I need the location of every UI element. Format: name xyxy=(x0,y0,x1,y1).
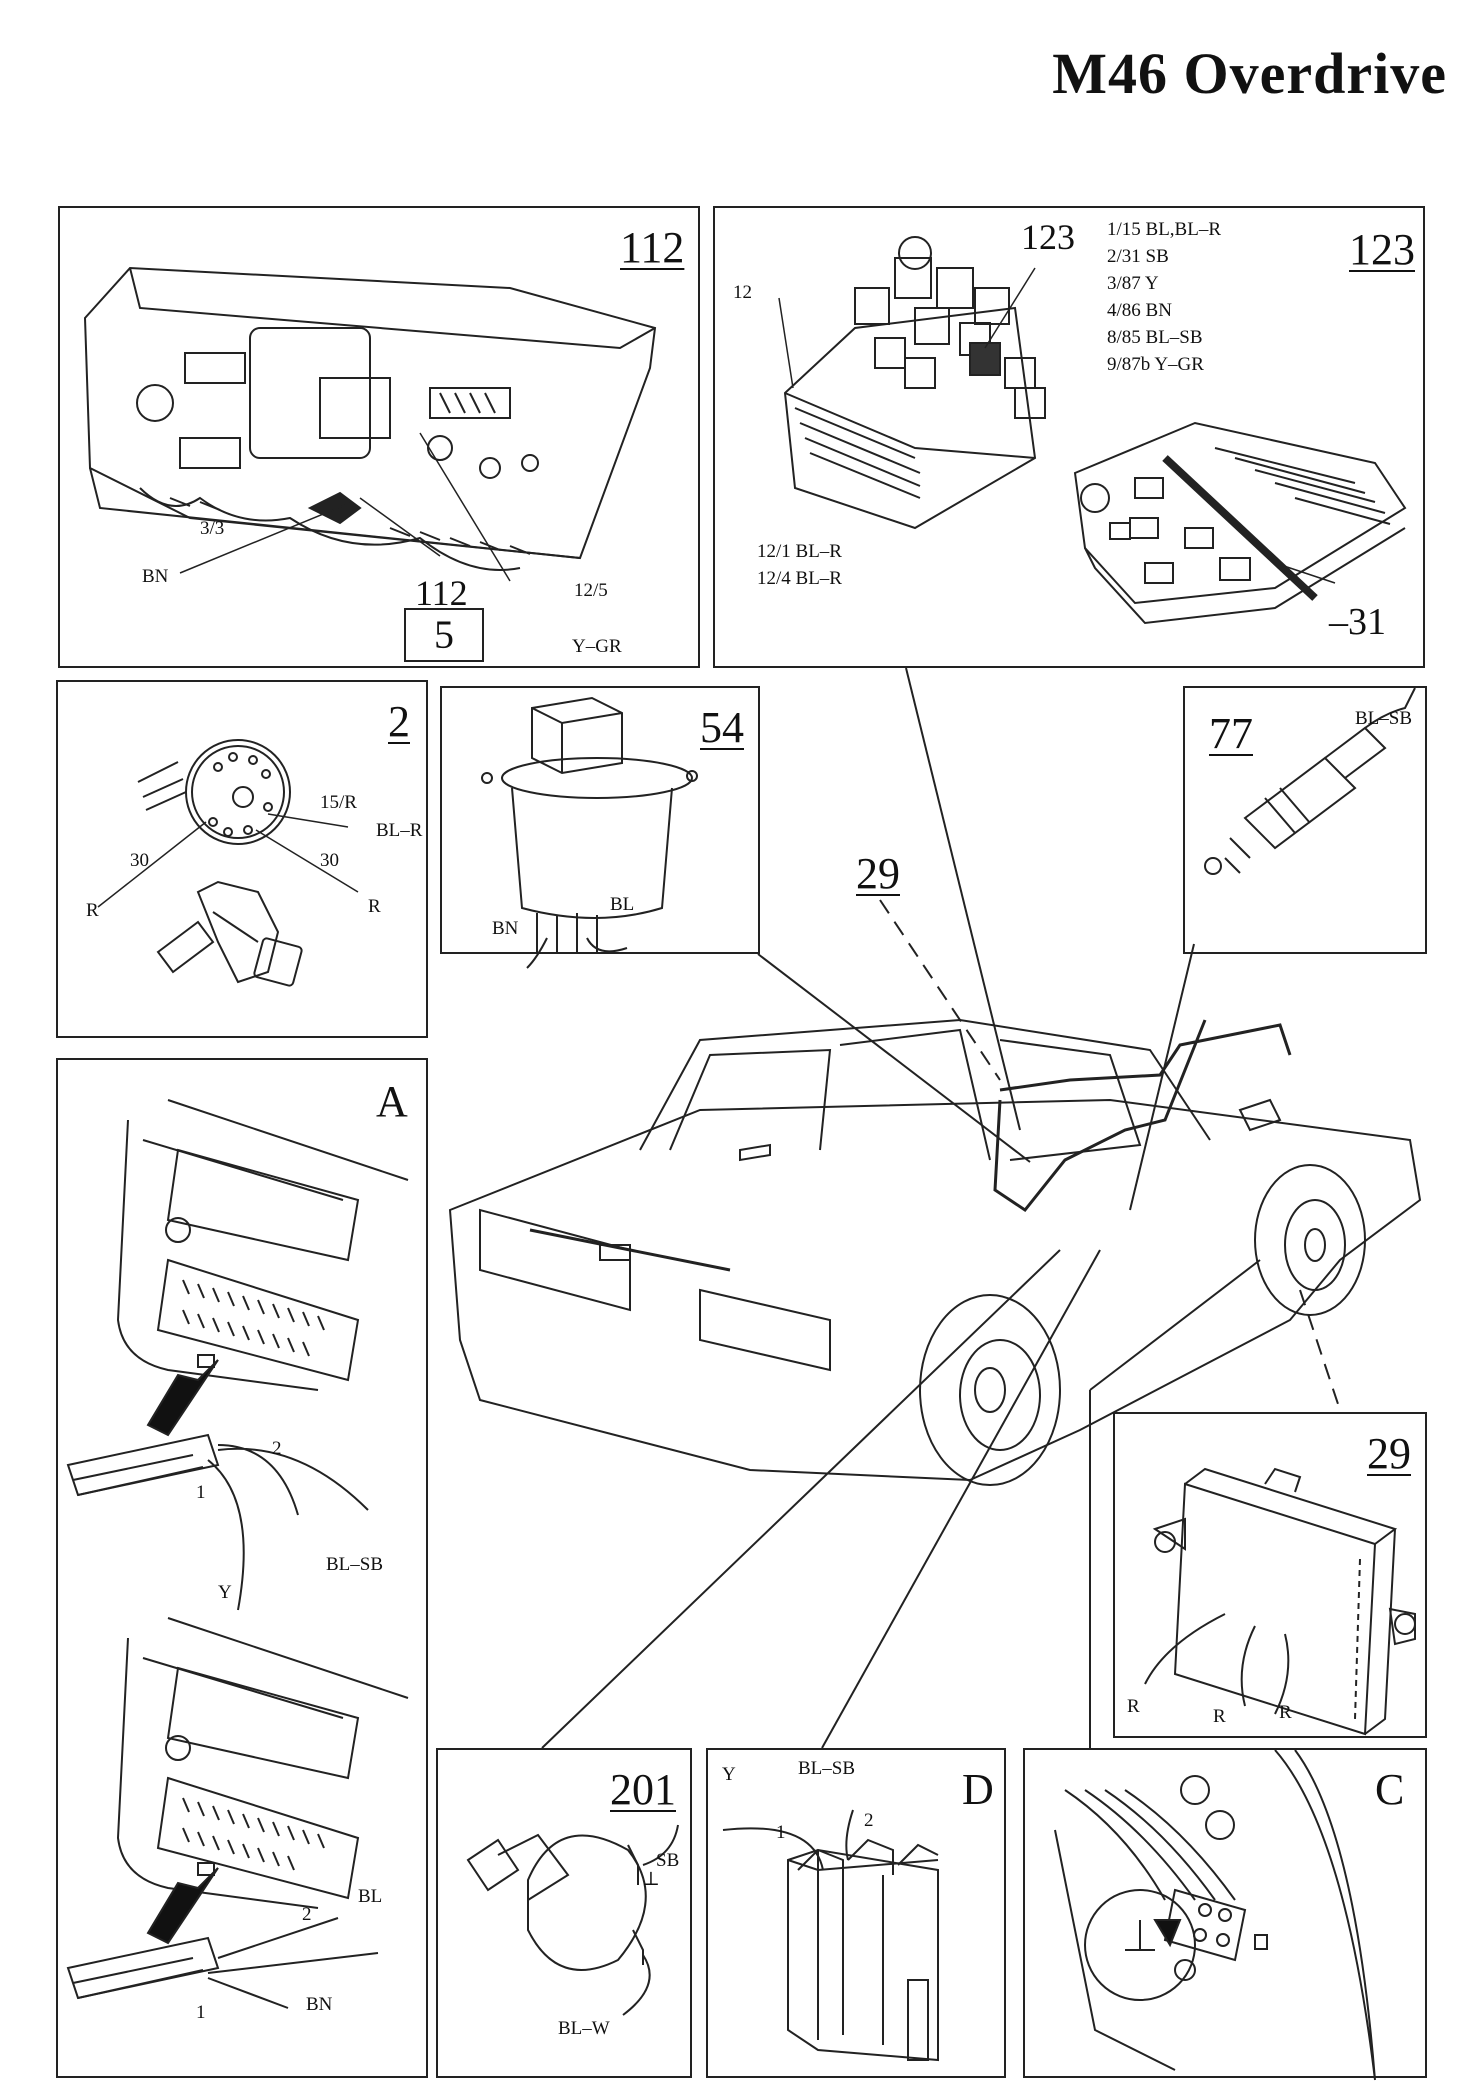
label-r-3: R xyxy=(1279,1702,1292,1723)
label-bl-sb: BL–SB xyxy=(326,1554,384,1575)
panel-29-control-unit: 29 R R R xyxy=(1113,1412,1427,1738)
pin-12-4: 12/4 BL–R xyxy=(757,568,842,589)
label-30-right: 30 xyxy=(320,850,339,871)
component-number-54: 54 xyxy=(700,703,744,752)
callout-line-29-lower xyxy=(1299,1289,1341,1411)
component-number-29: 29 xyxy=(1367,1429,1411,1478)
panel-2-ignition-switch: 2 15/R BL–R 30 30 R R xyxy=(56,680,428,1038)
ignition-switch-illustration xyxy=(58,682,430,1040)
ground-symbol: ⊥ xyxy=(642,1869,660,1890)
label-y: Y xyxy=(218,1582,232,1603)
label-2: 2 xyxy=(864,1810,874,1831)
pin-4-86: 4/86 BN xyxy=(1107,300,1172,321)
panel-d-connector: D Y BL–SB 1 2 xyxy=(706,1748,1006,2078)
car-callout-29: 29 xyxy=(856,849,900,898)
panel-b-connector: 2 BL 1 BN xyxy=(56,1618,428,2078)
switch-201-illustration xyxy=(438,1750,694,2080)
pin-2-31: 2/31 SB xyxy=(1107,246,1169,267)
component-number-112: 112 xyxy=(620,223,685,272)
pin-9-87b: 9/87b Y–GR xyxy=(1107,354,1204,375)
component-number-2: 2 xyxy=(388,697,410,746)
panel-123-fuse-relay-box: 12 123 1/15 BL,BL–R 2/31 SB 3/87 Y 4/86 … xyxy=(713,206,1425,668)
callout-line-77 xyxy=(1129,943,1195,1211)
label-r-2: R xyxy=(1213,1706,1226,1727)
component-number-123: 123 xyxy=(1349,225,1415,274)
relay-number-123: 123 xyxy=(1021,217,1075,257)
panel-54-switch: 54 BN BL xyxy=(440,686,760,954)
sensor-77-illustration xyxy=(1185,688,1429,956)
panel-c-ground-point: C xyxy=(1023,1748,1427,2078)
component-number-201: 201 xyxy=(610,1765,676,1814)
ground-point-illustration xyxy=(1025,1750,1429,2080)
pin-list: 1/15 BL,BL–R 2/31 SB 3/87 Y 4/86 BN 8/85… xyxy=(1107,216,1221,378)
label-bl-w: BL–W xyxy=(558,2018,610,2039)
panel-letter-d: D xyxy=(962,1765,994,1814)
panel-a-connector: A 2 1 BL–SB Y B xyxy=(56,1058,430,1678)
label-1: 1 xyxy=(196,1482,206,1503)
label-1: 1 xyxy=(196,2002,206,2023)
connector-b-illustration xyxy=(58,1618,430,2078)
sub-number-112: 112 xyxy=(415,573,468,613)
fuse-relay-box-illustration xyxy=(715,208,1427,670)
panel-112-instrument-cluster: 112 3/3 BN 112 5 12/5 Y–GR xyxy=(58,206,700,668)
connector-d-illustration xyxy=(708,1750,1008,2080)
label-r-left: R xyxy=(86,900,99,921)
label-y: Y xyxy=(722,1764,736,1785)
label-sb: SB xyxy=(656,1850,680,1871)
label-30-left: 30 xyxy=(130,850,149,871)
pin-8-85: 8/85 BL–SB xyxy=(1107,327,1203,348)
label-bl-r: BL–R xyxy=(376,820,423,841)
callout-line-54 xyxy=(757,953,1031,1163)
label-bl-sb: BL–SB xyxy=(798,1758,856,1779)
panel-77-sensor: 77 BL–SB xyxy=(1183,686,1427,954)
callout-line-d xyxy=(821,1249,1101,1749)
panel-201-switch: 201 SB ⊥ BL–W xyxy=(436,1748,692,2078)
pin-12-1: 12/1 BL–R xyxy=(757,541,842,562)
label-bl: BL xyxy=(610,894,635,915)
label-bn: BN xyxy=(306,1994,333,2015)
callout-line-123 xyxy=(905,667,1021,1131)
label-15-r: 15/R xyxy=(320,792,357,813)
label-bl-sb: BL–SB xyxy=(1355,708,1413,729)
pin-1-15: 1/15 BL,BL–R xyxy=(1107,219,1222,240)
label-1: 1 xyxy=(776,1822,786,1843)
ground-label: –31 xyxy=(1329,601,1386,643)
label-3-3: 3/3 xyxy=(200,518,225,539)
lower-pin-list: 12/1 BL–R 12/4 BL–R xyxy=(757,538,842,592)
label-y-gr: Y–GR xyxy=(572,636,622,657)
callout-line-c-d xyxy=(1089,1259,1261,1391)
callout-line-201 xyxy=(541,1249,1061,1749)
boxed-number-5: 5 xyxy=(404,608,484,662)
label-2: 2 xyxy=(272,1438,282,1459)
pin-3-87: 3/87 Y xyxy=(1107,273,1159,294)
label-bn: BN xyxy=(492,918,519,939)
label-12-5: 12/5 xyxy=(574,580,608,601)
label-r-right: R xyxy=(368,896,381,917)
label-12: 12 xyxy=(733,282,752,303)
instrument-cluster-illustration xyxy=(60,208,702,670)
component-number-77: 77 xyxy=(1209,709,1253,758)
label-bn: BN xyxy=(142,566,169,587)
label-2: 2 xyxy=(302,1904,312,1925)
switch-54-illustration xyxy=(442,688,762,956)
page-title: M46 Overdrive xyxy=(1052,41,1447,106)
panel-letter-c: C xyxy=(1375,1765,1405,1814)
label-r-1: R xyxy=(1127,1696,1140,1717)
callout-line-29-dashed xyxy=(879,899,1001,1081)
panel-letter-a: A xyxy=(376,1077,408,1126)
connector-a-illustration xyxy=(58,1060,430,1622)
label-bl: BL xyxy=(358,1886,383,1907)
